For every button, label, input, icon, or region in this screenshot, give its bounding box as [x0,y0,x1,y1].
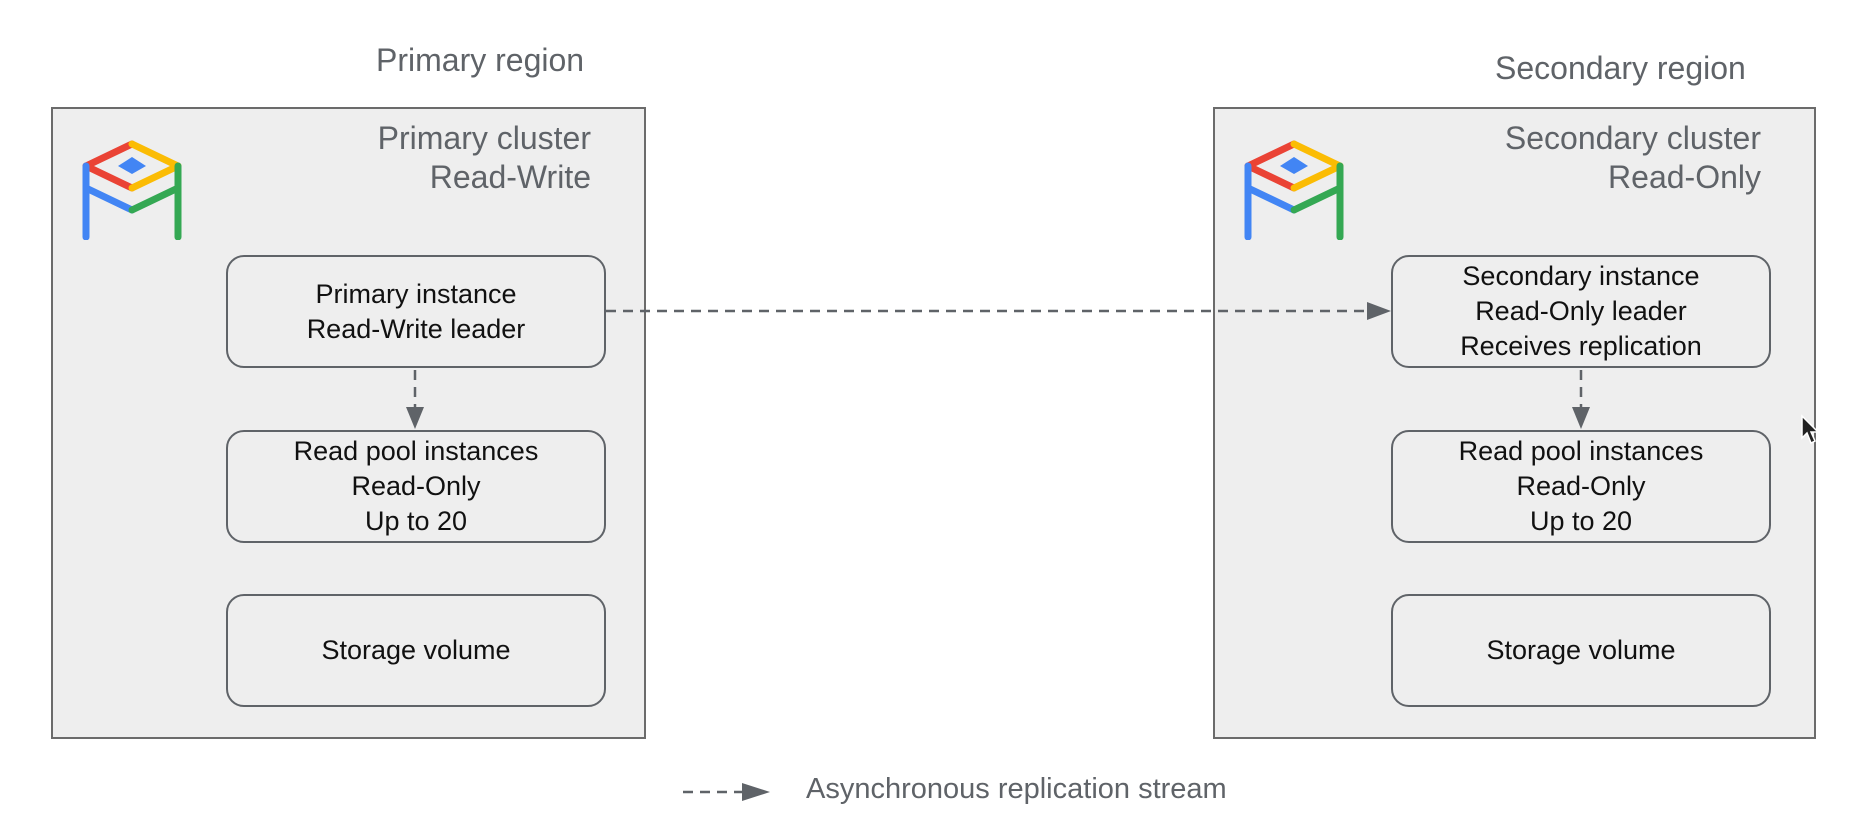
secondary-cluster-title: Secondary cluster Read-Only [1505,119,1761,197]
node-line: Storage volume [1486,635,1676,665]
secondary-region-title: Secondary region [1495,50,1746,86]
mouse-cursor-icon [1801,414,1820,445]
node-line: Storage volume [321,635,511,665]
secondary-storage-node: Storage volume [1391,594,1771,707]
node-line: Up to 20 [364,506,468,536]
primary-read-pool-node: Read pool instances Read-Only Up to 20 [226,430,606,543]
arrowhead-icon [1367,302,1391,320]
secondary-read-pool-node: Read pool instances Read-Only Up to 20 [1391,430,1771,543]
secondary-instance-node: Secondary instance Read-Only leader Rece… [1391,255,1771,368]
primary-cluster-mode: Read-Write [429,159,591,195]
node-line: Up to 20 [1529,506,1633,536]
primary-region-title: Primary region [376,42,585,78]
secondary-cluster-name: Secondary cluster [1504,120,1761,156]
dashed-arrow-icon [683,783,770,801]
node-line: Read-Only [1516,471,1646,501]
primary-cluster-title: Primary cluster Read-Write [378,119,591,197]
primary-cluster-name: Primary cluster [377,120,591,156]
arrowhead-icon [406,407,424,429]
primary-storage-node: Storage volume [226,594,606,707]
node-line: Primary instance [315,278,517,309]
legend-label: Asynchronous replication stream [806,773,1227,805]
node-line: Read pool instances [1458,436,1704,466]
secondary-cluster-mode: Read-Only [1608,159,1761,195]
primary-instance-node: Primary instance Read-Write leader [226,255,606,368]
alloydb-logo-icon [1244,140,1344,240]
alloydb-logo-icon [82,140,182,240]
node-line: Read pool instances [293,436,539,466]
arrowhead-icon [1572,407,1590,429]
node-line: Receives replication [1460,331,1702,361]
node-line: Read-Only leader [1475,296,1687,326]
node-line: Read-Write leader [306,313,526,344]
node-line: Read-Only [351,471,481,501]
node-line: Secondary instance [1462,261,1700,291]
